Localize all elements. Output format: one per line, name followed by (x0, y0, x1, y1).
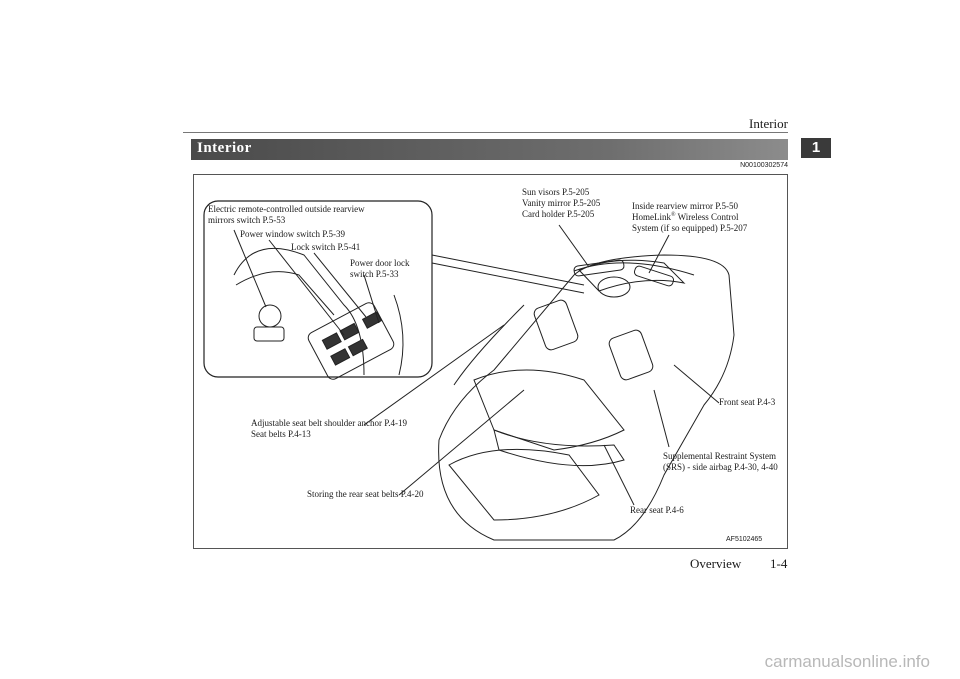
callout-front-seat: Front seat P.4-3 (719, 397, 775, 408)
sun-visor (573, 259, 625, 277)
steering-wheel (597, 276, 631, 298)
callout-storing-belts-text: Storing the rear seat belts P.4-20 (307, 489, 424, 499)
callout-sun-visors-line3: Card holder P.5-205 (522, 209, 595, 219)
rear-seat (473, 369, 625, 451)
door-panel-contour-2 (235, 271, 335, 316)
callout-inside-mirror-line2: HomeLink® Wireless Control (632, 212, 747, 223)
callout-power-window-text: Power window switch P.5-39 (240, 229, 345, 239)
header-rule (183, 132, 788, 133)
callout-lock-switch: Lock switch P.5-41 (291, 242, 360, 253)
callout-rear-seat-text: Rear seat P.4-6 (630, 505, 684, 515)
callout-inside-mirror: Inside rearview mirror P.5-50 HomeLink® … (632, 201, 747, 234)
callout-front-seat-text: Front seat P.4-3 (719, 397, 776, 407)
window-switch-3 (330, 348, 351, 366)
callout-power-door-lock: Power door lock switch P.5-33 (350, 258, 410, 280)
front-seat-left (533, 299, 579, 351)
leader-sun-visors (558, 224, 590, 268)
footer-page-number: 1-4 (770, 556, 788, 571)
homelink-text: HomeLink (632, 212, 671, 222)
leader-front-seat (673, 364, 720, 404)
chapter-tab: 1 (801, 138, 831, 158)
rear-seat-cushion (493, 429, 625, 467)
callout-inside-mirror-line3: System (if so equipped) P.5-207 (632, 223, 748, 233)
dashboard (573, 262, 695, 276)
leader-inside-mirror (648, 234, 670, 274)
section-bar: Interior (191, 139, 788, 160)
leader-door-lock (363, 274, 380, 324)
car-body (438, 254, 735, 541)
interior-illustration (203, 200, 735, 541)
section-title: Interior (197, 140, 252, 156)
callout-sun-visors-line1: Sun visors P.5-205 (522, 187, 590, 197)
window-switch-2 (339, 322, 360, 341)
callout-lock-switch-text: Lock switch P.5-41 (291, 242, 361, 252)
callout-mirrors-switch-line1: Electric remote-controlled outside rearv… (208, 204, 365, 214)
homelink-rest-text: Wireless Control (675, 212, 739, 222)
callout-mirrors-switch: Electric remote-controlled outside rearv… (208, 204, 365, 226)
car-side-contour (453, 304, 525, 386)
window-switch-4 (347, 338, 368, 357)
footer-section-name: Overview (690, 556, 742, 571)
leader-srs (653, 389, 670, 448)
leader-lock-switch (313, 252, 367, 318)
mirror-switch-knob (258, 304, 282, 328)
callout-power-door-lock-line2: switch P.5-33 (350, 269, 399, 279)
inset-connector-2 (431, 262, 585, 294)
window-switch-1 (321, 332, 342, 350)
rearview-mirror (633, 265, 675, 287)
trunk (448, 448, 600, 521)
header-title: Interior (749, 116, 788, 131)
leader-storing-belts (398, 389, 525, 496)
leader-mirrors-switch (233, 229, 267, 308)
leader-shoulder-anchor (363, 324, 505, 426)
inset-connector-1 (431, 254, 585, 286)
callout-srs-line1: Supplemental Restraint System (663, 451, 776, 461)
callout-power-door-lock-line1: Power door lock (350, 258, 410, 268)
callout-srs: Supplemental Restraint System (SRS) - si… (663, 451, 778, 473)
front-seat-right (608, 329, 654, 381)
door-handle-contour (393, 294, 404, 376)
callout-power-window: Power window switch P.5-39 (240, 229, 345, 240)
callout-storing-belts: Storing the rear seat belts P.4-20 (307, 489, 423, 500)
callout-inside-mirror-line1: Inside rearview mirror P.5-50 (632, 201, 738, 211)
callout-shoulder-anchor: Adjustable seat belt shoulder anchor P.4… (251, 418, 407, 440)
inset-panel (203, 200, 433, 378)
registered-mark: ® (671, 212, 676, 218)
reference-code: N00100302574 (740, 162, 788, 169)
figure-code-text: AF5102465 (726, 536, 763, 543)
callout-shoulder-anchor-line2: Seat belts P.4-13 (251, 429, 311, 439)
callout-srs-line2: (SRS) - side airbag P.4-30, 4-40 (663, 462, 778, 472)
window-switch-cluster (307, 302, 395, 380)
callout-rear-seat: Rear seat P.4-6 (630, 505, 684, 516)
callout-shoulder-anchor-line1: Adjustable seat belt shoulder anchor P.4… (251, 418, 407, 428)
callout-mirrors-switch-line2: mirrors switch P.5-53 (208, 215, 286, 225)
leader-power-window (268, 239, 345, 336)
watermark: carmanualsonline.info (764, 652, 930, 671)
leader-rear-seat (603, 444, 635, 506)
figure-code: AF5102465 (726, 534, 762, 545)
interior-figure: Electric remote-controlled outside rearv… (193, 174, 788, 549)
callout-sun-visors: Sun visors P.5-205 Vanity mirror P.5-205… (522, 187, 600, 220)
callout-sun-visors-line2: Vanity mirror P.5-205 (522, 198, 601, 208)
mirror-switch-base (253, 326, 285, 342)
